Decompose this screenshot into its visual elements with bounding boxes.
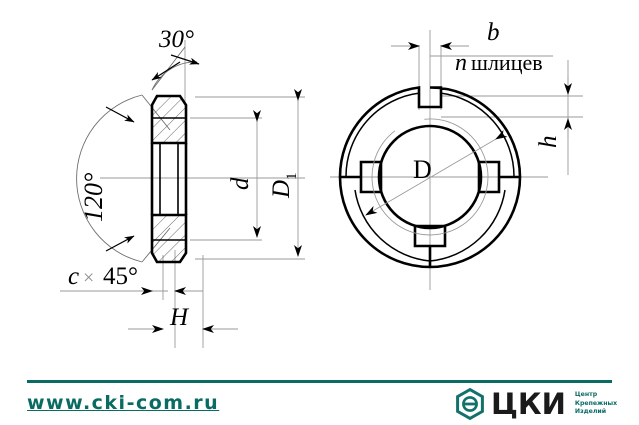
logo-tagline-line-2: Крепежных [574, 399, 618, 407]
footer: www.cki-com.ru ЦКИ Центр Крепежных Издел… [0, 360, 639, 425]
section-side-walls [150, 142, 188, 216]
logo-wordmark: ЦКИ [491, 386, 566, 421]
label-thread-diameter: D [413, 155, 432, 184]
footer-divider [27, 380, 612, 383]
logo-tagline-line-1: Центр [574, 391, 598, 399]
angle-120-leader-top [105, 106, 135, 123]
label-angle-30: 30° [158, 26, 194, 53]
label-chamfer: c [68, 263, 79, 290]
section-top-block [150, 94, 188, 145]
dim-line-D-diagonal [365, 129, 508, 216]
label-height: H [169, 304, 190, 331]
logo-tagline: Центр Крепежных Изделий [575, 391, 617, 416]
section-view-group: 30° 120° [60, 26, 305, 348]
label-slot-count-word: шлицев [471, 50, 543, 75]
company-logo[interactable]: ЦКИ Центр Крепежных Изделий [455, 388, 617, 420]
section-bottom-block [150, 213, 188, 264]
angle-120-leader-bottom [105, 235, 135, 252]
label-angle-120: 120° [79, 173, 108, 222]
front-view-group: D b n шлицев h [330, 19, 583, 290]
nut-outer-contour [338, 86, 522, 269]
website-link[interactable]: www.cki-com.ru [27, 392, 220, 414]
angle-30-leader-right [170, 54, 200, 65]
angle-30-leader-left [151, 61, 181, 81]
angle-30-arc [151, 46, 198, 91]
label-chamfer-times: × [83, 267, 94, 289]
label-outer-diameter-group: D 1 [268, 173, 300, 200]
logo-tagline-line-3: Изделий [574, 408, 607, 416]
hexagon-logo-icon [456, 388, 484, 420]
label-bore-diameter: d [227, 177, 254, 190]
label-slot-depth: h [535, 136, 562, 149]
label-outer-diameter-subscript: 1 [284, 173, 300, 181]
label-slot-count: n [455, 50, 467, 76]
label-outer-diameter: D [268, 180, 295, 199]
label-slot-width: b [487, 19, 500, 46]
label-chamfer-angle: 45° [103, 263, 138, 290]
